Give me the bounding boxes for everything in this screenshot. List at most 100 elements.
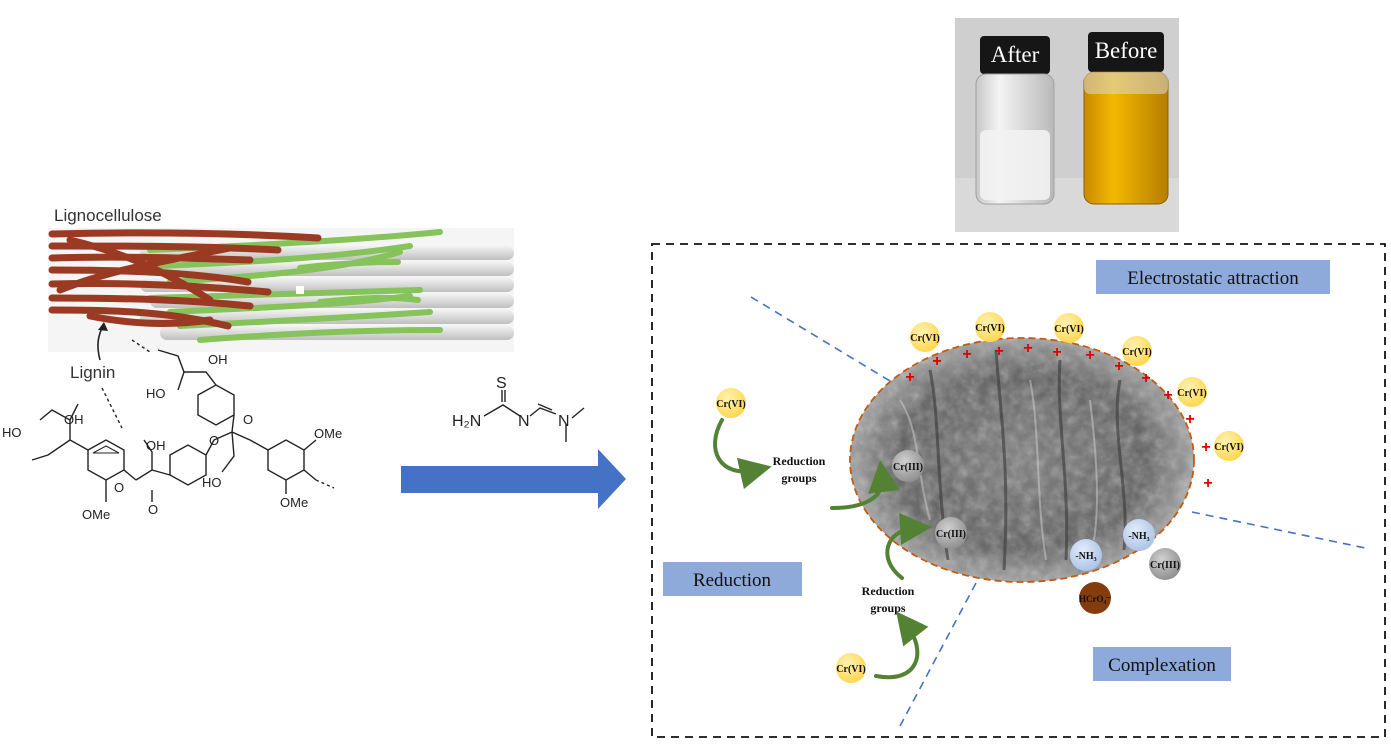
- region-dividers: [750, 296, 1371, 727]
- cr6-ion-label: Cr(VI): [1214, 442, 1243, 453]
- cr6-ion-label: Cr(VI): [1177, 388, 1206, 399]
- lignocellulose-illustration: Lignocellulose: [48, 206, 514, 382]
- label-complexation: Complexation: [1093, 647, 1231, 681]
- group-label: OH: [64, 412, 84, 427]
- cr6-ion: Cr(VI): [1177, 377, 1207, 407]
- plus-sign: +: [905, 369, 914, 386]
- plus-sign: +: [1023, 340, 1032, 357]
- cr3-ion: Cr(III): [892, 450, 924, 482]
- group-label: O: [209, 433, 219, 448]
- benzene-ring-2: [169, 444, 207, 486]
- cr3-ion-label: Cr(III): [936, 529, 966, 540]
- cr3-ion-label: Cr(III): [893, 462, 923, 473]
- plus-sign: +: [1185, 411, 1194, 428]
- mechanism-panel-border: [651, 243, 1386, 738]
- cr3-ion: Cr(III): [1149, 548, 1181, 580]
- hcro4-ion: HCrO₄⁻: [1079, 582, 1111, 614]
- reduction-groups-line1: Reduction: [773, 454, 826, 468]
- curved-arrow-3: [885, 513, 932, 580]
- lignin-group-labels: OH OH HO OH HO OH OMe O O O O HO OMe OMe: [2, 352, 342, 522]
- lignin-chemical-structure: [31, 339, 335, 502]
- group-label: OMe: [280, 495, 308, 510]
- plus-sign: +: [1203, 475, 1212, 492]
- cr6-ion: Cr(VI): [1214, 431, 1244, 461]
- reduction-groups-line2: groups: [870, 601, 905, 615]
- reagent-structure: S H₂N N N: [452, 375, 585, 442]
- cr6-ion-label: Cr(VI): [975, 323, 1004, 334]
- cr3-ion: Cr(III): [935, 517, 967, 549]
- cr6-ion-label: Cr(VI): [1122, 347, 1151, 358]
- cr6-ion-label: Cr(VI): [1054, 324, 1083, 335]
- nh3-group: -NH₃: [1070, 539, 1102, 571]
- reduction-curved-arrows: [713, 418, 932, 680]
- group-label: OMe: [82, 507, 110, 522]
- group-label: HO: [2, 425, 22, 440]
- vial-after: After: [975, 36, 1055, 205]
- group-label: O: [243, 412, 253, 427]
- lignin-pointer-arrowhead: [98, 322, 108, 331]
- label-electrostatic: Electrostatic attraction: [1096, 260, 1330, 294]
- group-label: OH: [208, 352, 228, 367]
- group-label: O: [114, 480, 124, 495]
- mechanism-panel: Electrostatic attraction Reduction Compl…: [651, 243, 1386, 738]
- plus-sign: +: [1052, 344, 1061, 361]
- group-label: OMe: [314, 426, 342, 441]
- reagent-atom-h2n: H₂N: [452, 413, 481, 430]
- hcro4-ion-label: HCrO₄⁻: [1079, 594, 1111, 604]
- cr3-ions: Cr(III) Cr(III) Cr(III): [892, 450, 1181, 580]
- fiber-highlight-square: [296, 286, 304, 294]
- lignin-fibers: [48, 229, 322, 330]
- plus-sign: +: [1141, 370, 1150, 387]
- curved-arrow-4: [874, 611, 929, 680]
- plus-sign: +: [1114, 358, 1123, 375]
- nh3-group-label: -NH₃: [1128, 531, 1149, 542]
- benzene-ring-3: [197, 384, 235, 426]
- cr6-ion-label: Cr(VI): [910, 333, 939, 344]
- reduction-groups-lower: Reduction groups: [862, 584, 915, 615]
- nh3-group: -NH₃: [1123, 519, 1155, 551]
- benzene-ring-4: [267, 439, 305, 481]
- group-label: HO: [146, 386, 166, 401]
- process-arrow: [401, 449, 626, 509]
- cr6-ion: Cr(VI): [716, 388, 746, 418]
- nh3-groups: -NH₃ -NH₃: [1070, 519, 1155, 571]
- curved-arrow-1: [713, 418, 772, 490]
- label-reduction-text: Reduction: [693, 570, 772, 591]
- cr6-ion: Cr(VI): [910, 322, 940, 352]
- group-label: OH: [146, 438, 166, 453]
- cr6-ion-label: Cr(VI): [836, 664, 865, 675]
- curved-arrow-2: [830, 460, 900, 510]
- group-label: O: [148, 502, 158, 517]
- cr6-ion-label: Cr(VI): [716, 399, 745, 410]
- reagent-atom-n2: N: [558, 413, 570, 430]
- vial-after-label: After: [991, 42, 1040, 67]
- nh3-group-label: -NH₃: [1075, 551, 1096, 562]
- reduction-groups-line1: Reduction: [862, 584, 915, 598]
- vial-photo: After Before: [955, 18, 1179, 232]
- lignocellulose-title: Lignocellulose: [54, 206, 162, 225]
- cr6-ion: Cr(VI): [1054, 313, 1084, 343]
- group-label: HO: [202, 475, 222, 490]
- plus-sign: +: [994, 343, 1003, 360]
- plus-sign: +: [1085, 347, 1094, 364]
- label-electrostatic-text: Electrostatic attraction: [1127, 268, 1299, 289]
- vial-before-label: Before: [1095, 38, 1158, 63]
- reagent-atom-n1: N: [518, 413, 530, 430]
- lignin-label: Lignin: [70, 363, 115, 382]
- plus-sign: +: [1163, 387, 1172, 404]
- label-complexation-text: Complexation: [1108, 655, 1216, 676]
- cr6-ion: Cr(VI): [975, 312, 1005, 342]
- cr6-ion: Cr(VI): [836, 653, 866, 683]
- label-reduction: Reduction: [663, 562, 802, 596]
- cr6-ion: Cr(VI): [1122, 336, 1152, 366]
- reagent-atom-s: S: [496, 375, 507, 392]
- reduction-groups-line2: groups: [781, 471, 816, 485]
- plus-sign: +: [932, 353, 941, 370]
- reduction-groups-upper: Reduction groups: [773, 454, 826, 485]
- cr6-ions: Cr(VI) Cr(VI) Cr(VI) Cr(VI) Cr(VI) Cr(VI…: [716, 312, 1244, 683]
- cr3-ion-label: Cr(III): [1150, 560, 1180, 571]
- vial-before: Before: [1083, 32, 1169, 205]
- positive-charges: + + + + + + + + + + + + +: [905, 340, 1212, 492]
- plus-sign: +: [1201, 439, 1210, 456]
- plus-sign: +: [962, 346, 971, 363]
